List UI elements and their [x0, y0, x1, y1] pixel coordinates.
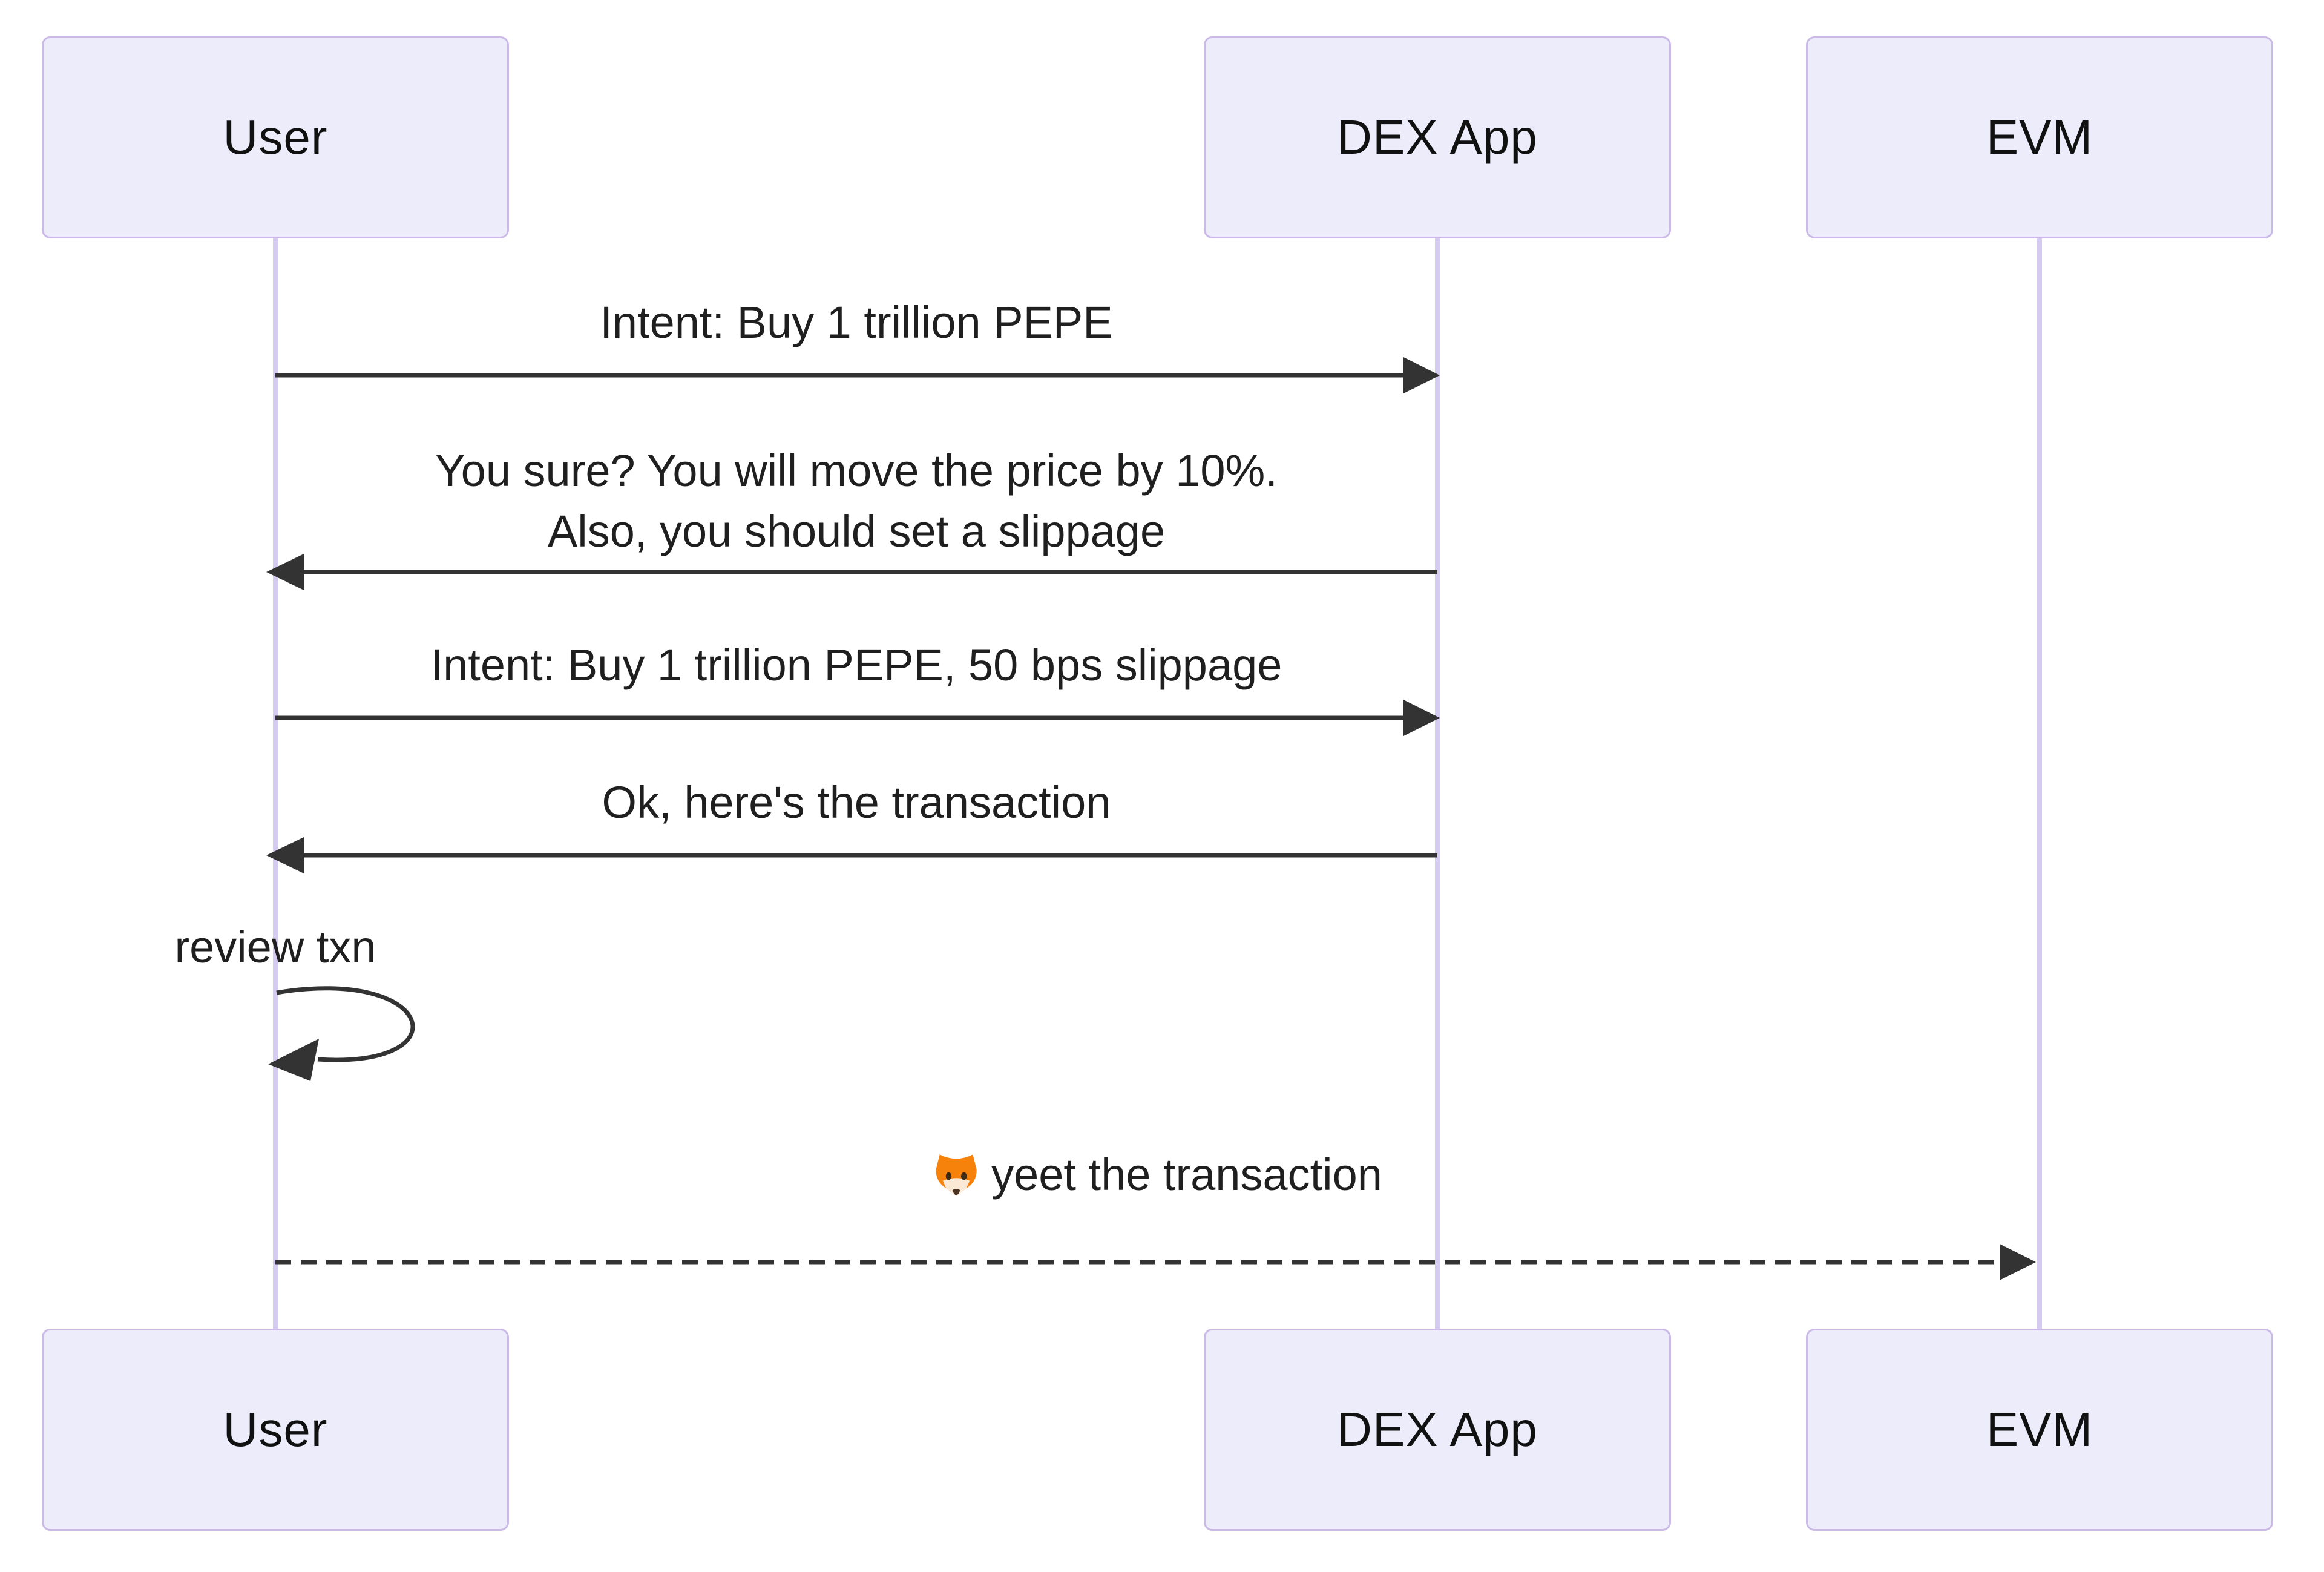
- actor-user-label: User: [223, 1403, 328, 1456]
- actor-user-label: User: [223, 110, 328, 164]
- message-6-label-row: yeet the transaction: [932, 1149, 1382, 1200]
- actor-evm-bottom: EVM: [1806, 1329, 2273, 1531]
- actor-user-bottom: User: [42, 1329, 509, 1531]
- message-4-label: Ok, here's the transaction: [602, 777, 1111, 827]
- self-loop-arc: [276, 986, 415, 1062]
- self-loop-arrowhead-icon: [268, 1039, 319, 1081]
- message-3-arrowhead-icon: [1403, 700, 1440, 736]
- actor-dex-app-label: DEX App: [1337, 1403, 1538, 1456]
- message-1-arrowhead-icon: [1403, 357, 1440, 393]
- message-1-label: Intent: Buy 1 trillion PEPE: [600, 297, 1113, 347]
- message-2-line-2: Also, you should set a slippage: [547, 506, 1166, 556]
- message-2-arrowhead-icon: [266, 554, 304, 590]
- actor-dex-app-bottom: DEX App: [1204, 1329, 1671, 1531]
- message-6-label: yeet the transaction: [991, 1149, 1382, 1200]
- actor-user-top: User: [42, 36, 509, 238]
- message-3-label: Intent: Buy 1 trillion PEPE, 50 bps slip…: [430, 640, 1282, 690]
- message-2-label: You sure? You will move the price by 10%…: [435, 441, 1278, 562]
- actor-dex-app-label: DEX App: [1337, 110, 1538, 164]
- message-4-arrowhead-icon: [266, 837, 304, 873]
- actor-evm-label: EVM: [1986, 1403, 2093, 1456]
- actor-evm-top: EVM: [1806, 36, 2273, 238]
- message-2-line-1: You sure? You will move the price by 10%…: [435, 446, 1278, 496]
- message-6-arrowhead-icon: [2000, 1244, 2036, 1280]
- fox-emoji-icon: [936, 1154, 977, 1196]
- actor-dex-app-top: DEX App: [1204, 36, 1671, 238]
- message-5-self-label: review txn: [174, 922, 376, 972]
- actor-evm-label: EVM: [1986, 110, 2093, 164]
